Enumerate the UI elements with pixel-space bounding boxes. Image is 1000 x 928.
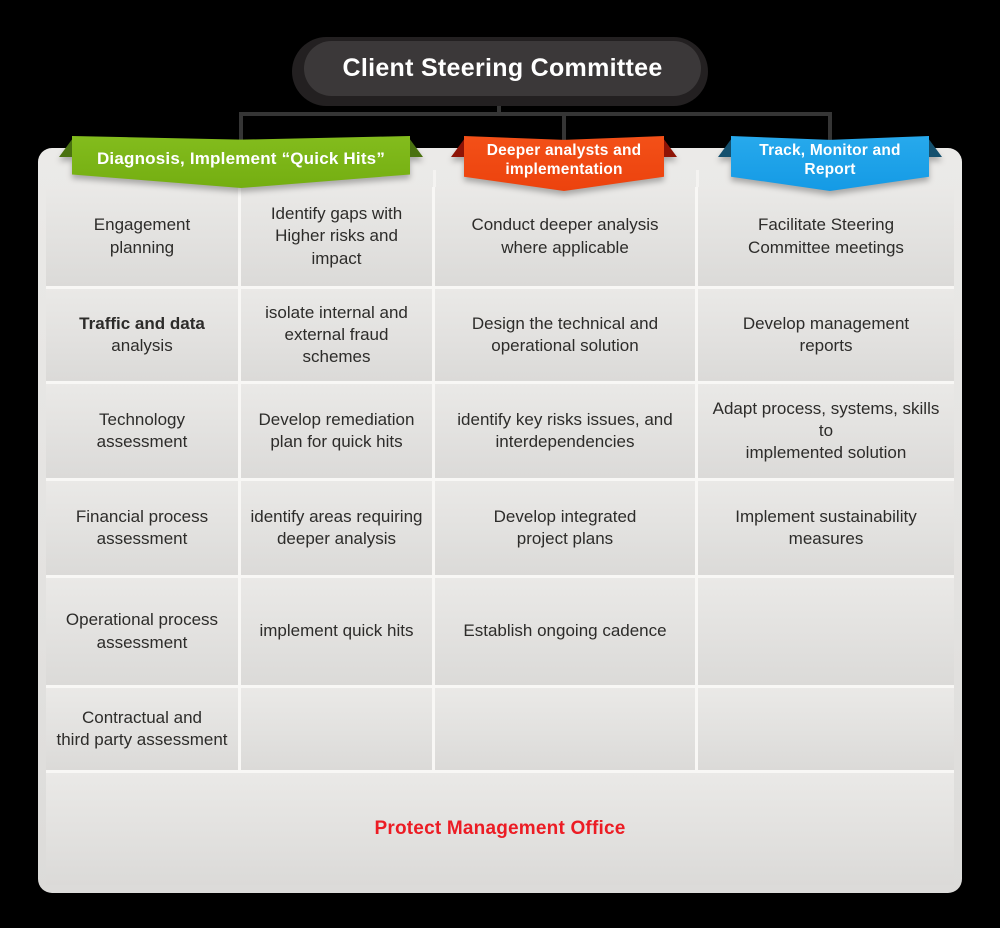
task-cell-facilitate-steering: Facilitate Steering Committee meetings <box>698 187 954 286</box>
task-cell-develop-remediation-plan: Develop remediation plan for quick hits <box>241 384 432 478</box>
connector-left-drop <box>239 114 243 142</box>
task-cell-technology-assessment: Technology assessment <box>46 384 238 478</box>
process-panel: Engagement planning Identify gaps with H… <box>38 148 962 893</box>
task-cell-identify-key-risks: identify key risks issues, and interdepe… <box>435 384 695 478</box>
task-cell-bold-line: Traffic and data <box>79 313 205 333</box>
column-separator-stub <box>696 170 699 188</box>
task-cell-empty <box>698 578 954 685</box>
task-cell-empty <box>241 688 432 770</box>
task-cell-normal-line: analysis <box>111 336 173 355</box>
ribbon-band: Deeper analysts and implementation <box>464 136 664 191</box>
connector-root-vertical <box>497 100 501 114</box>
task-cell-engagement-planning: Engagement planning <box>46 187 238 286</box>
task-cell-empty <box>435 688 695 770</box>
task-cell-implement-quick-hits: implement quick hits <box>241 578 432 685</box>
ribbon-band: Track, Monitor and Report <box>731 136 929 191</box>
task-cell-financial-process-assessment: Financial process assessment <box>46 481 238 575</box>
title-pill-inner: Client Steering Committee <box>304 41 701 96</box>
connector-middle-drop <box>562 114 566 142</box>
task-grid: Engagement planning Identify gaps with H… <box>46 187 954 885</box>
phase-banner-label: Track, Monitor and Report <box>759 141 901 178</box>
task-cell-isolate-fraud-schemes: isolate internal and external fraud sche… <box>241 289 432 381</box>
task-cell-implement-sustainability: Implement sustainability measures <box>698 481 954 575</box>
task-cell-identify-gaps: Identify gaps with Higher risks and impa… <box>241 187 432 286</box>
task-cell-adapt-process-systems: Adapt process, systems, skills to implem… <box>698 384 954 478</box>
footer-title: Protect Management Office <box>374 817 626 839</box>
task-cell-empty <box>698 688 954 770</box>
phase-banner-label: Diagnosis, Implement “Quick Hits” <box>96 148 386 168</box>
column-separator-stub <box>433 170 436 188</box>
task-cell-traffic-data-analysis: Traffic and data analysis <box>46 289 238 381</box>
phase-banner-diagnosis: Diagnosis, Implement “Quick Hits” <box>59 136 423 188</box>
task-cell-develop-integrated-plans: Develop integrated project plans <box>435 481 695 575</box>
task-cell-identify-areas-deeper-analysis: identify areas requiring deeper analysis <box>241 481 432 575</box>
task-cell-conduct-deeper-analysis: Conduct deeper analysis where applicable <box>435 187 695 286</box>
connector-right-drop <box>828 114 832 142</box>
footer-row: Protect Management Office <box>46 773 954 885</box>
ribbon-band: Diagnosis, Implement “Quick Hits” <box>72 136 410 188</box>
phase-banner-label: Deeper analysts and implementation <box>486 141 642 178</box>
task-cell-design-solution: Design the technical and operational sol… <box>435 289 695 381</box>
task-cell-develop-management-reports: Develop management reports <box>698 289 954 381</box>
phase-banner-track-monitor: Track, Monitor and Report <box>718 136 942 191</box>
task-cell-operational-process-assessment: Operational process assessment <box>46 578 238 685</box>
title-pill: Client Steering Committee <box>292 37 708 106</box>
task-cell-contractual-third-party: Contractual and third party assessment <box>46 688 238 770</box>
phase-banner-deeper-analysis: Deeper analysts and implementation <box>451 136 677 191</box>
connector-horizontal-bar <box>239 112 832 116</box>
page-title: Client Steering Committee <box>342 54 663 82</box>
task-cell-establish-ongoing-cadence: Establish ongoing cadence <box>435 578 695 685</box>
